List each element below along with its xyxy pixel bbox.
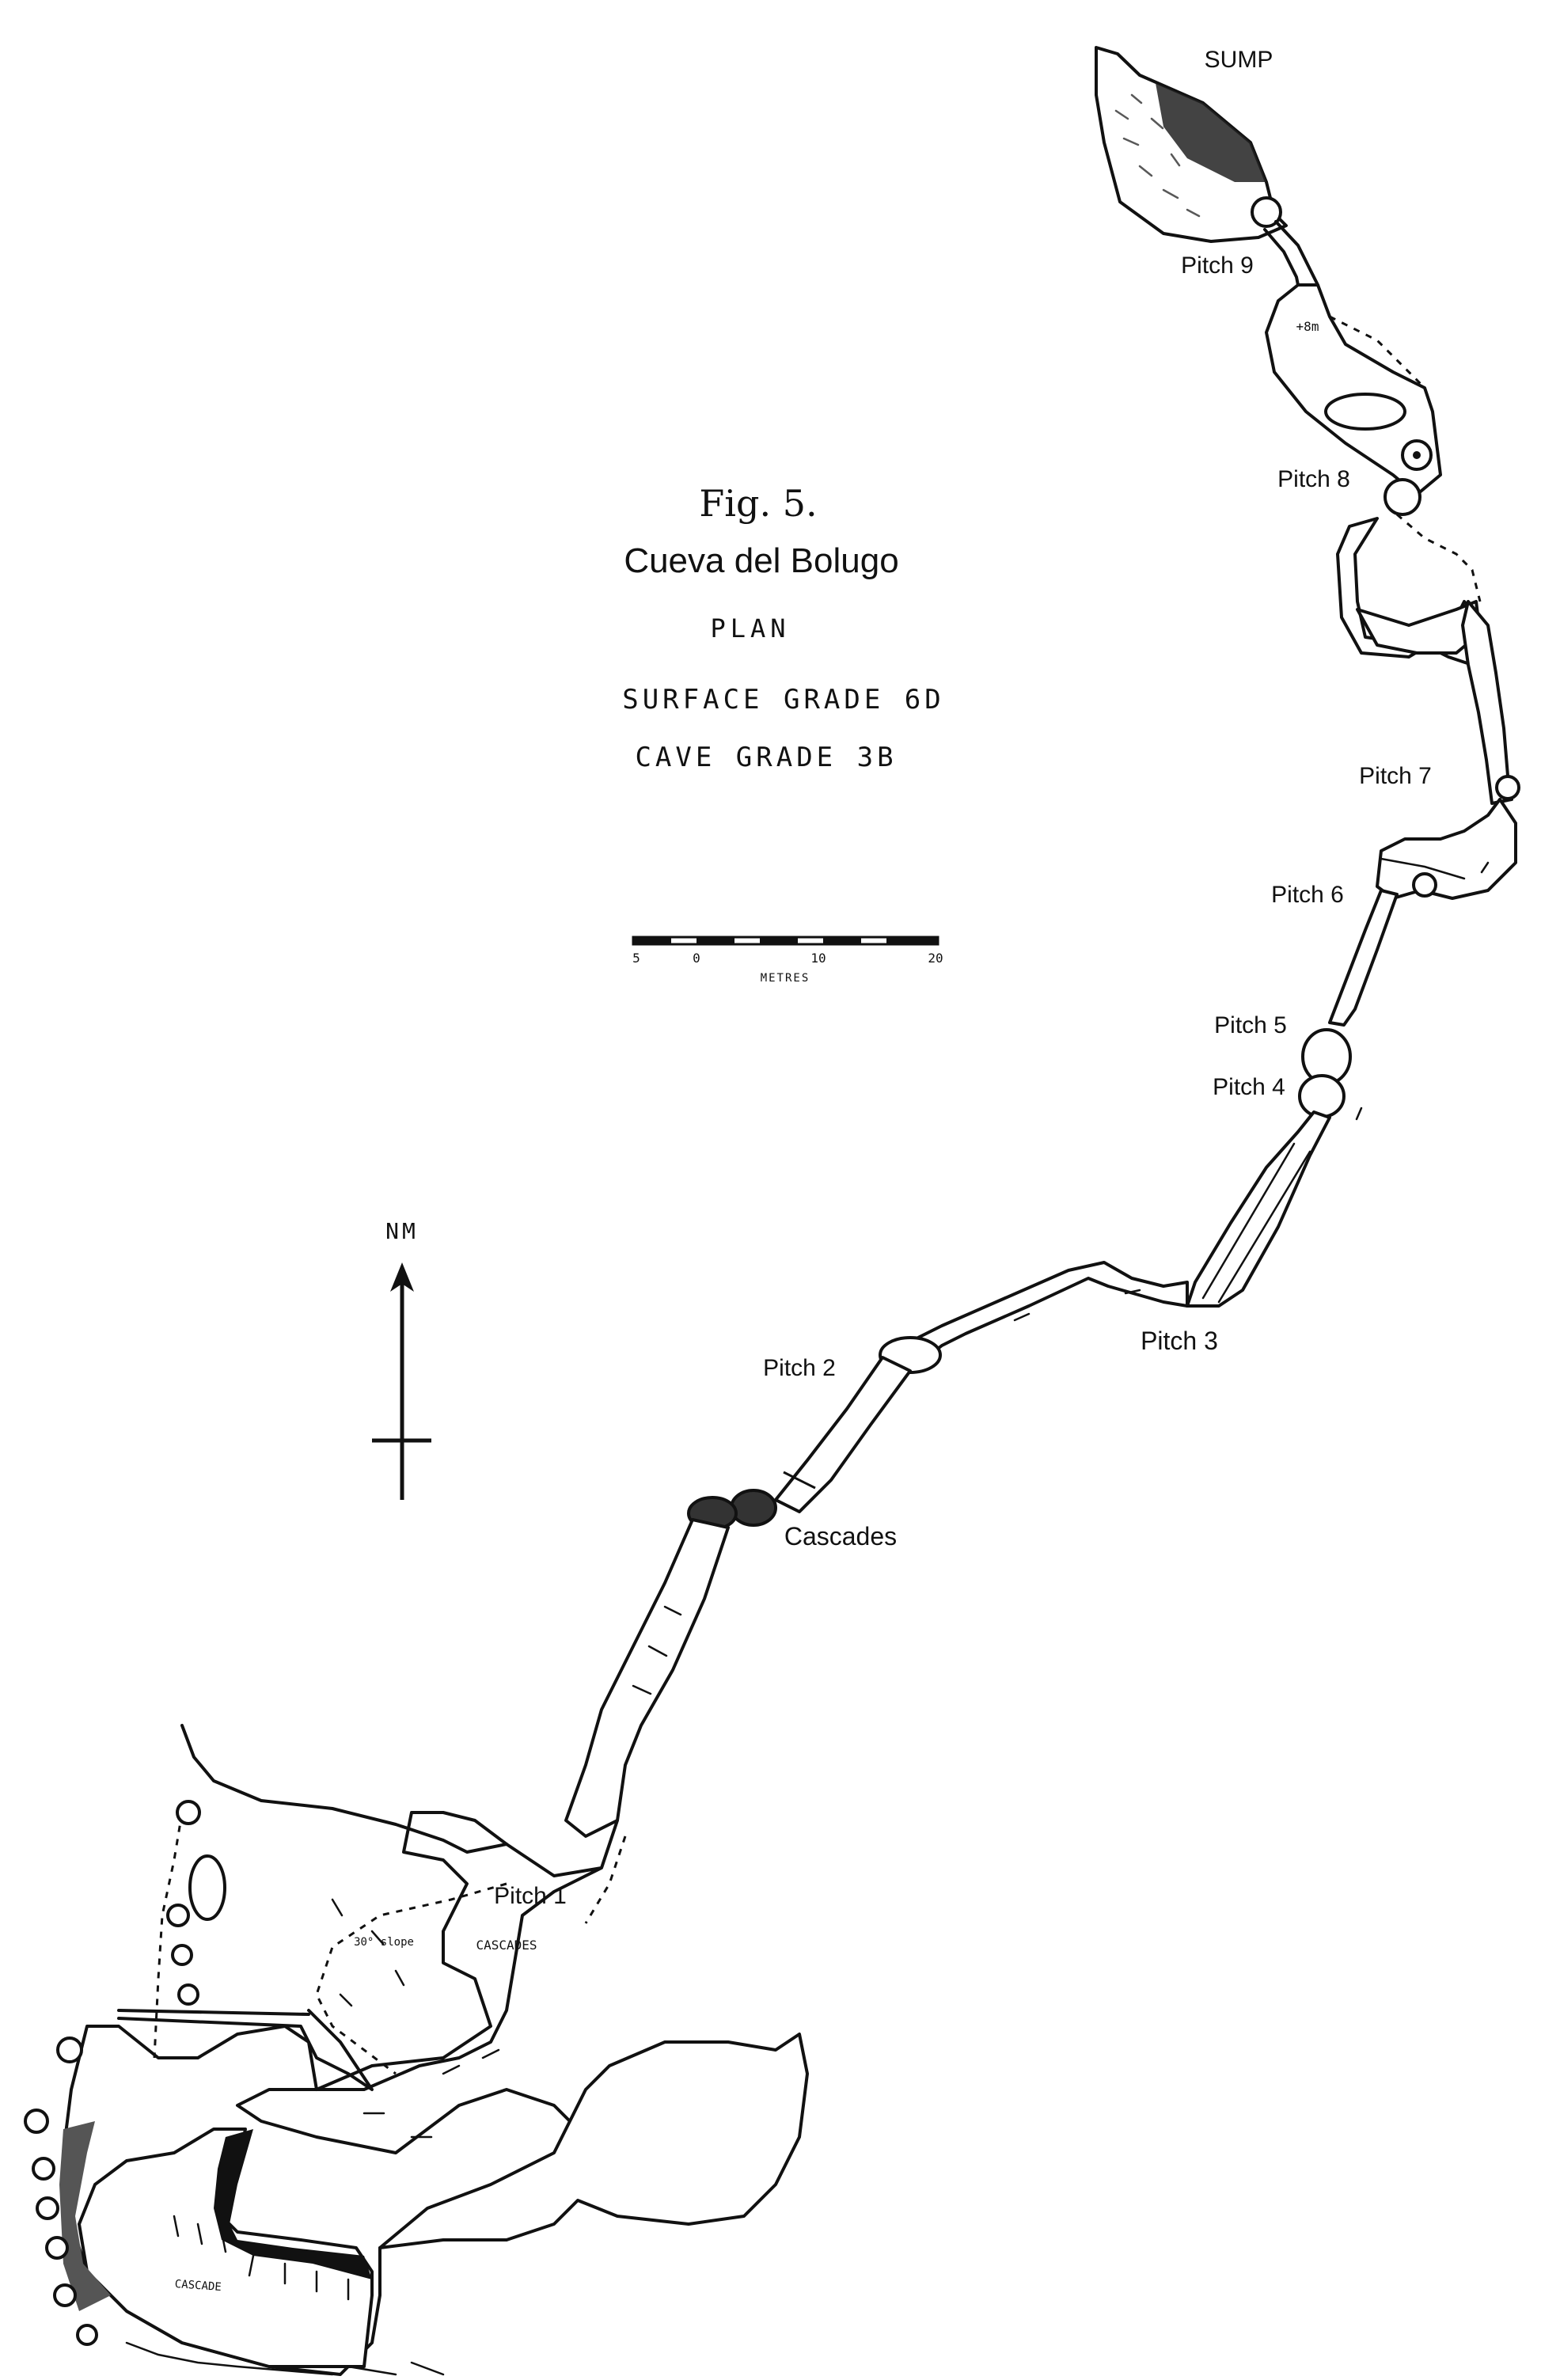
pitch-8-label: Pitch 8 bbox=[1277, 466, 1350, 492]
vegetation-symbols bbox=[24, 1800, 201, 2346]
scale-tick-0: 0 bbox=[693, 951, 700, 966]
plan-label: PLAN bbox=[710, 613, 790, 643]
height-note: +8m bbox=[1296, 319, 1319, 334]
scale-tick-20: 20 bbox=[928, 951, 943, 966]
pitch-4-label: Pitch 4 bbox=[1213, 1074, 1285, 1100]
sump-label: SUMP bbox=[1205, 47, 1273, 73]
pitch-3-label: Pitch 3 bbox=[1141, 1327, 1218, 1355]
cave-grade: CAVE GRADE 3B bbox=[635, 742, 897, 773]
cave-passage bbox=[24, 46, 1520, 2376]
pitch-9-label: Pitch 9 bbox=[1181, 252, 1254, 279]
cascades-label: Cascades bbox=[784, 1522, 897, 1551]
pitch-2-label: Pitch 2 bbox=[763, 1355, 836, 1381]
cave-name: Cueva del Bolugo bbox=[624, 541, 898, 580]
scale-bar: 5 0 10 20 METRES bbox=[632, 936, 943, 985]
cascade-lower-label: CASCADE bbox=[174, 2278, 222, 2294]
pitch-6-label: Pitch 6 bbox=[1271, 882, 1344, 908]
scale-tick-10: 10 bbox=[810, 951, 826, 966]
pitch-5-label: Pitch 5 bbox=[1214, 1012, 1287, 1038]
north-arrow: NM bbox=[372, 1218, 431, 1500]
scale-tick-5: 5 bbox=[632, 951, 640, 966]
flow-arrows bbox=[173, 861, 1490, 2301]
pitch-7-label: Pitch 7 bbox=[1359, 763, 1432, 789]
surface-grade: SURFACE GRADE 6D bbox=[622, 684, 945, 716]
figure-number: Fig. 5. bbox=[699, 482, 817, 525]
north-label: NM bbox=[385, 1218, 419, 1244]
slope-note: 30° slope bbox=[354, 1936, 414, 1949]
scale-unit: METRES bbox=[761, 972, 810, 985]
pitch-1-label: Pitch 1 bbox=[494, 1883, 567, 1909]
cascades-entrance-label: CASCADES bbox=[476, 1938, 537, 1953]
